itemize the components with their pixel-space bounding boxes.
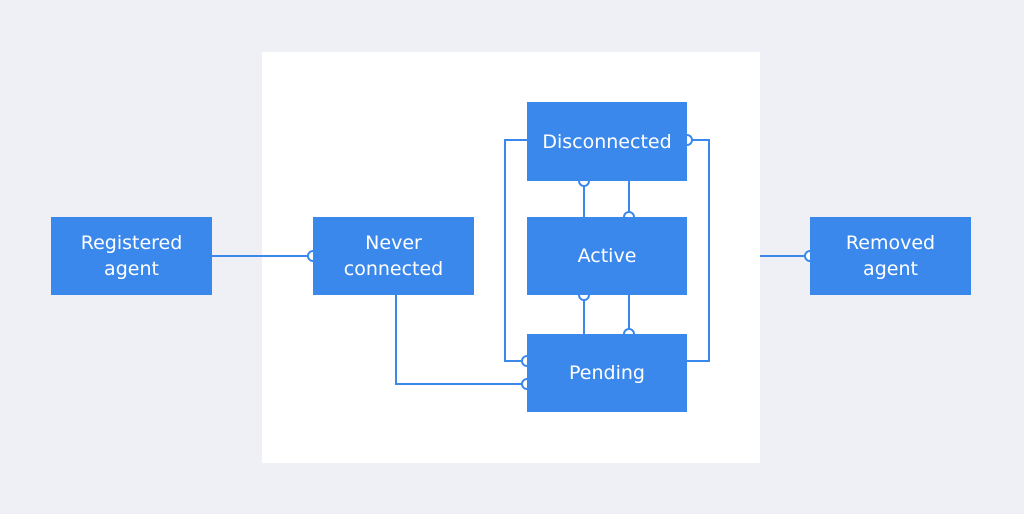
node-registered-agent: Registered agent <box>51 217 212 295</box>
edge-never-connected-to-pending <box>395 295 527 385</box>
node-never-connected-label: Never connected <box>343 232 444 280</box>
node-removed-agent: Removed agent <box>810 217 971 295</box>
node-disconnected-label: Disconnected <box>542 130 672 153</box>
node-pending: Pending <box>527 334 687 412</box>
node-active-label: Active <box>577 245 637 267</box>
node-disconnected: Disconnected <box>527 102 687 181</box>
node-pending-label: Pending <box>569 362 645 384</box>
node-never-connected: Never connected <box>313 217 474 295</box>
node-active: Active <box>527 217 687 295</box>
edge-pending-to-disconnected <box>687 139 710 362</box>
node-registered-agent-label: Registered agent <box>80 232 183 280</box>
edge-disconnected-to-pending <box>504 139 527 362</box>
node-removed-agent-label: Removed agent <box>845 232 936 280</box>
